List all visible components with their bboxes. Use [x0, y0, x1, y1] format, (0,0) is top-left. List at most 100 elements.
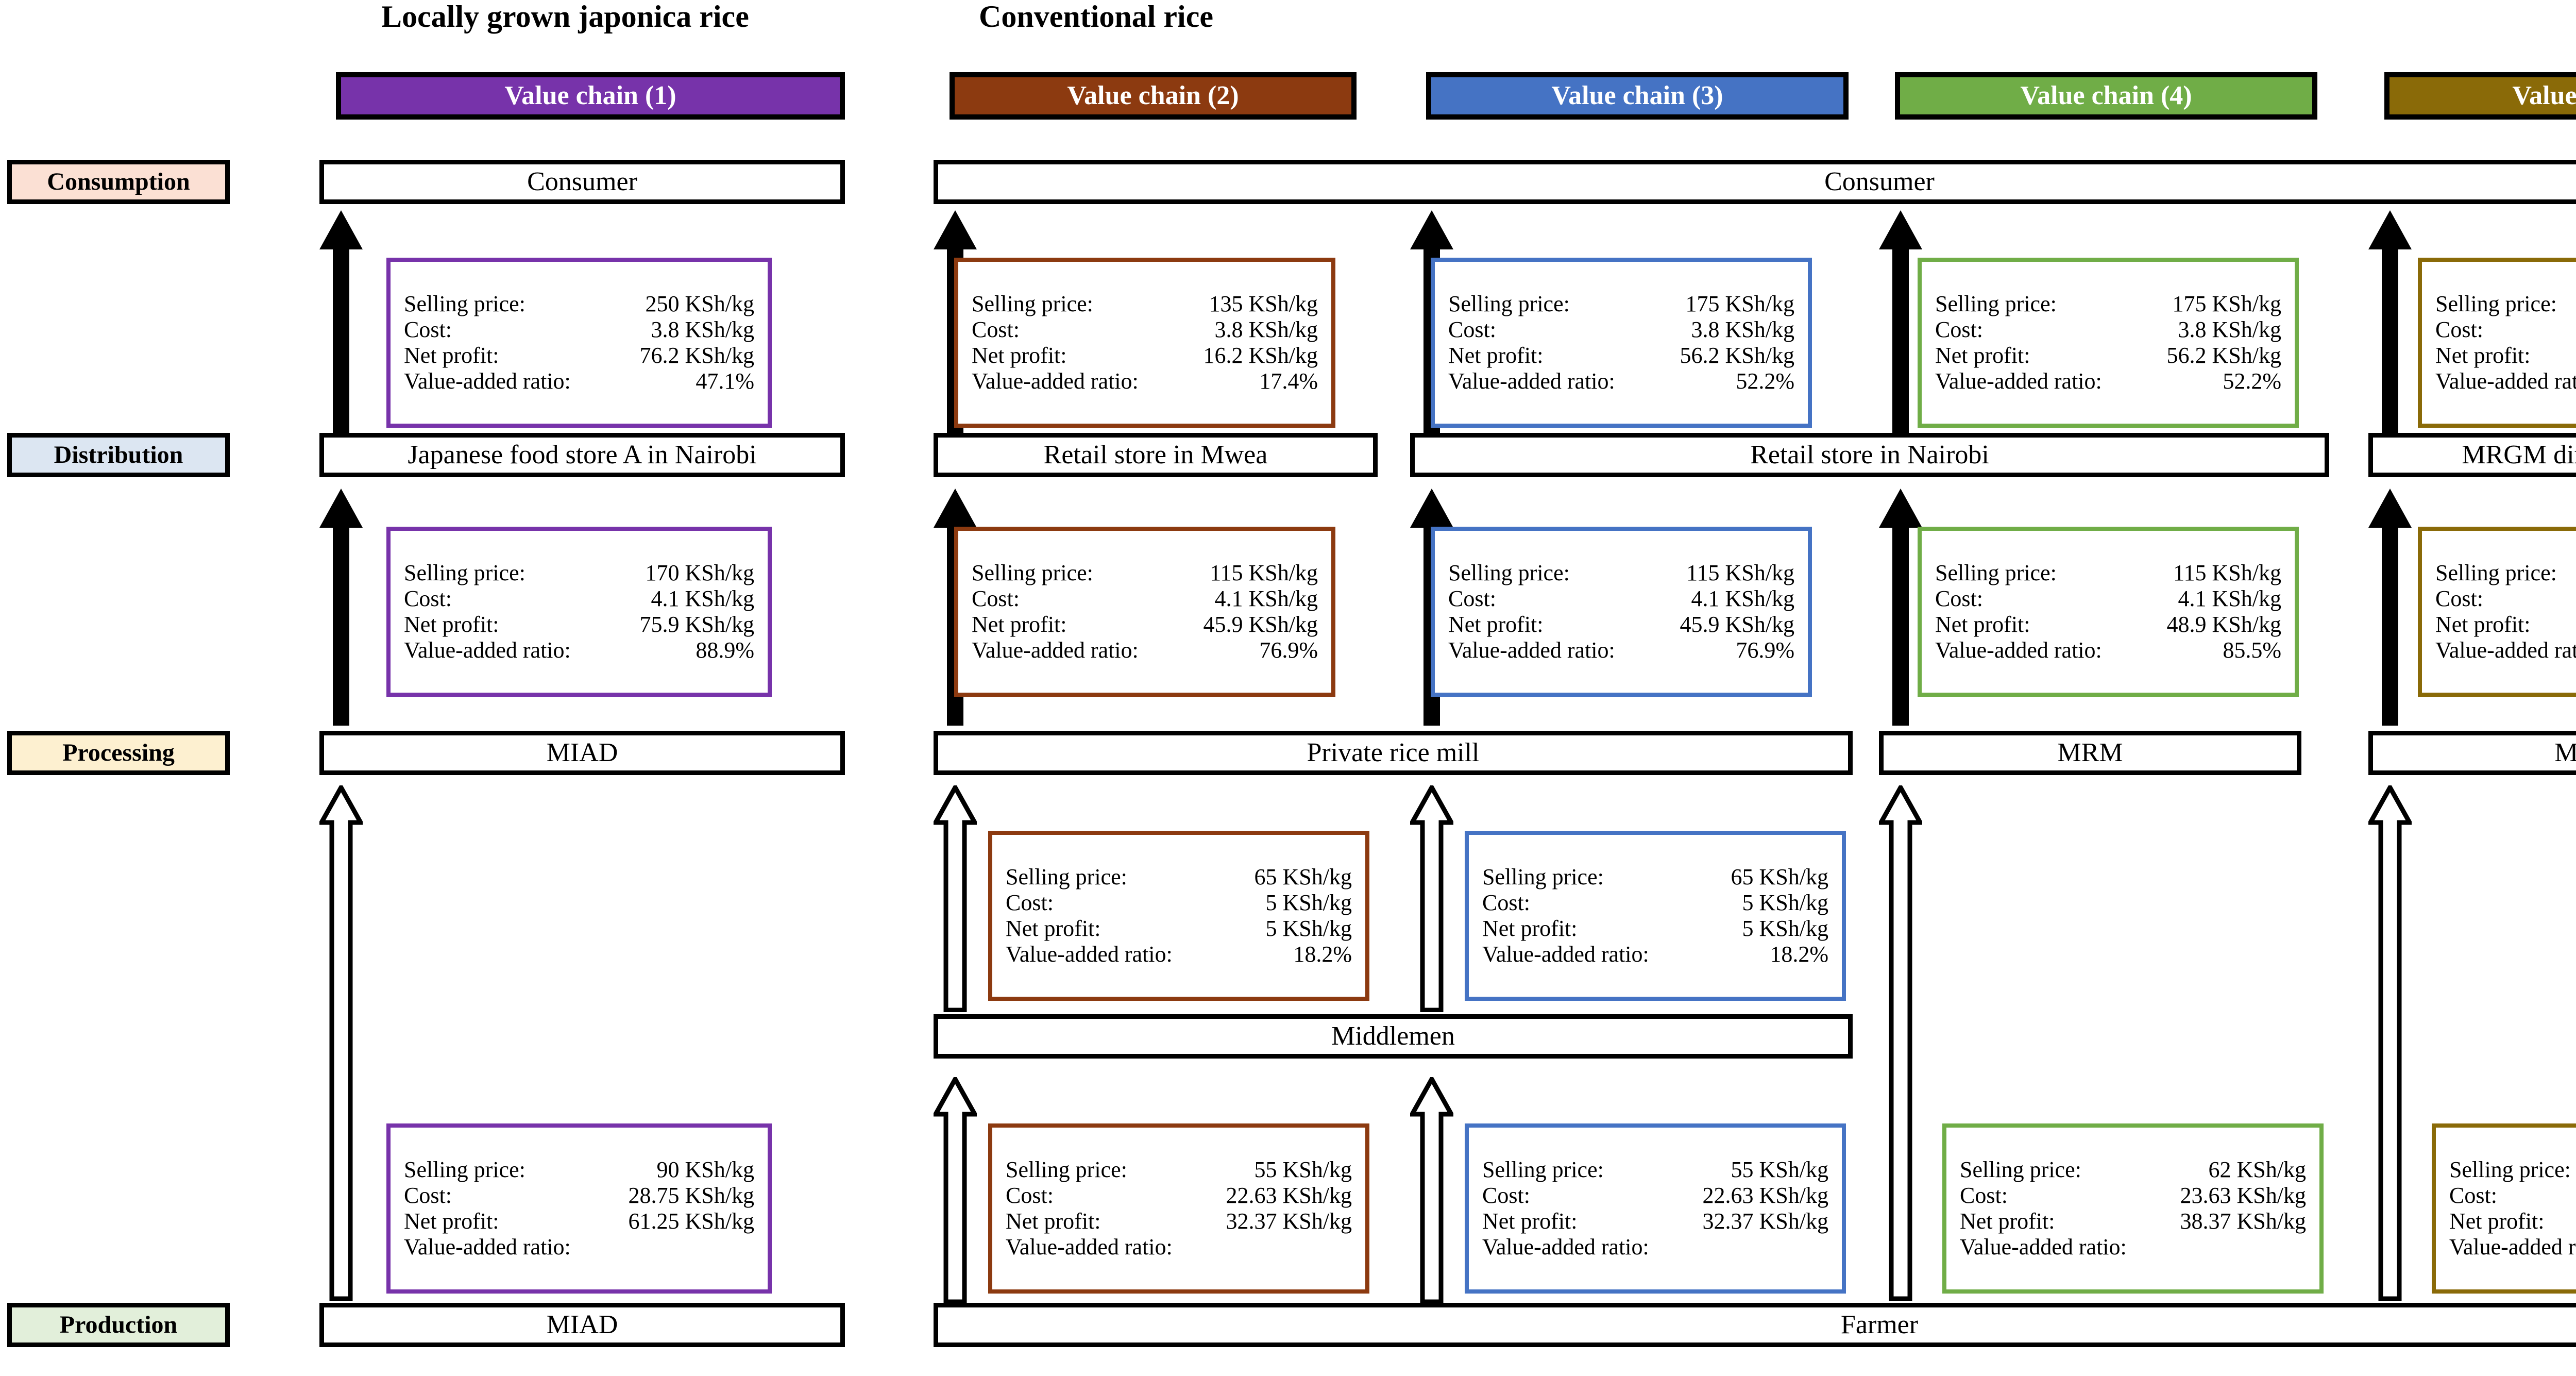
actor-consumer-rest[interactable]: Consumer — [934, 160, 2576, 204]
info-row-value-added-ratio: Value-added ratio: 52.2% — [1448, 368, 1794, 394]
arrow-dist-to-cons-5 — [2368, 210, 2412, 446]
value-chain-header-2-label: Value chain (2) — [1067, 81, 1239, 110]
info-box-vc3-middlemen: Selling price: 65 KSh/kg Cost: 5 KSh/kg … — [1465, 831, 1846, 1001]
info-row-cost: Cost: 3.8 KSh/kg — [1935, 317, 2281, 342]
arrow-prod-to-mid-3 — [1410, 1077, 1453, 1304]
actor-private-rice-mill[interactable]: Private rice mill — [934, 731, 1853, 775]
actor-retail-store-nairobi-label: Retail store in Nairobi — [1750, 440, 1989, 469]
actor-farmer-label: Farmer — [1840, 1310, 1919, 1339]
info-row-value-added-ratio: Value-added ratio: 52.2% — [1935, 368, 2281, 394]
actor-miad-production[interactable]: MIAD — [319, 1303, 845, 1347]
info-box-vc1-distribution: Selling price: 170 KSh/kg Cost: 4.1 KSh/… — [386, 527, 772, 697]
info-row-value-added-ratio: Value-added ratio: 126.7% — [2435, 368, 2576, 394]
actor-japanese-food-store[interactable]: Japanese food store A in Nairobi — [319, 433, 845, 477]
info-row-value-added-ratio: Value-added ratio: 85.5% — [1935, 637, 2281, 663]
info-row-selling-price: Selling price: 115 KSh/kg — [1448, 560, 1794, 585]
actor-consumer-vc1[interactable]: Consumer — [319, 160, 845, 204]
info-row-cost: Cost: 5 KSh/kg — [1006, 890, 1352, 915]
info-box-vc1-production: Selling price: 90 KSh/kg Cost: 28.75 KSh… — [386, 1123, 772, 1294]
info-row-cost: Cost: 22.63 KSh/kg — [1482, 1183, 1828, 1208]
value-chain-header-2[interactable]: Value chain (2) — [950, 72, 1357, 120]
actor-retail-store-nairobi[interactable]: Retail store in Nairobi — [1410, 433, 2329, 477]
info-row-selling-price: Selling price: (170) KSh/kg — [2435, 560, 2557, 585]
info-row-selling-price: Selling price: 75 KSh/kg — [2449, 1157, 2571, 1182]
actor-farmer[interactable]: Farmer — [934, 1303, 2576, 1347]
value-chain-header-5[interactable]: Value chain (5) — [2384, 72, 2576, 120]
actor-middlemen[interactable]: Middlemen — [934, 1014, 1853, 1059]
info-row-selling-price: Selling price: 55 KSh/kg — [1482, 1157, 1828, 1182]
value-chain-header-3[interactable]: Value chain (3) — [1426, 72, 1849, 120]
info-row-cost: Cost: 3.8 KSh/kg — [1448, 317, 1794, 342]
actor-mrgm[interactable]: MRGM — [2368, 731, 2576, 775]
info-row-net-profit: Net profit: — [2435, 612, 2531, 637]
actor-mrgm-label: MRGM — [2554, 738, 2576, 767]
actor-mrgm-direct-sales-store-label: MRGM direct sales store — [2462, 440, 2576, 469]
info-box-vc3-consumption: Selling price: 175 KSh/kg Cost: 3.8 KSh/… — [1431, 258, 1812, 428]
info-row-selling-price: Selling price: 55 KSh/kg — [1006, 1157, 1352, 1182]
stage-label-processing: Processing — [7, 731, 230, 775]
info-row-value-added-ratio: Value-added ratio: (126.7%) — [2435, 637, 2576, 663]
actor-miad-processing[interactable]: MIAD — [319, 731, 845, 775]
info-row-cost: Cost: 23.63 KSh/kg — [1960, 1183, 2306, 1208]
arrow-proc-to-dist-1 — [319, 489, 363, 726]
actor-retail-store-mwea-label: Retail store in Mwea — [1043, 440, 1268, 469]
info-row-selling-price: Selling price: 65 KSh/kg — [1006, 864, 1352, 890]
info-box-vc2-distribution: Selling price: 115 KSh/kg Cost: 4.1 KSh/… — [954, 527, 1335, 697]
actor-mrm[interactable]: MRM — [1879, 731, 2301, 775]
info-row-cost: Cost: 5 KSh/kg — [1482, 890, 1828, 915]
arrow-proc-to-dist-5 — [2368, 489, 2412, 726]
actor-consumer-vc1-label: Consumer — [527, 167, 637, 196]
stage-label-consumption-text: Consumption — [47, 168, 190, 195]
arrow-prod-to-mid-2 — [934, 1077, 977, 1304]
arrow-prod-to-proc-1 — [319, 785, 363, 1301]
info-row-selling-price: Selling price: 62 KSh/kg — [1960, 1157, 2306, 1182]
info-row-net-profit: Net profit: 61.25 KSh/kg — [404, 1209, 754, 1234]
info-row-net-profit: Net profit: 45.9 KSh/kg — [972, 612, 1318, 637]
value-chain-header-1[interactable]: Value chain (1) — [336, 72, 845, 120]
info-box-vc5-production: Selling price: 75 KSh/kg Cost: 22.63 KSh… — [2432, 1123, 2576, 1294]
stage-label-production: Production — [7, 1303, 230, 1347]
actor-mrgm-direct-sales-store[interactable]: MRGM direct sales store — [2368, 433, 2576, 477]
arrow-mid-to-proc-3 — [1410, 785, 1453, 1012]
value-chain-header-3-label: Value chain (3) — [1551, 81, 1723, 110]
info-row-net-profit: Net profit: 87.1 KSh/kg — [2435, 343, 2531, 368]
info-row-cost: Cost: 3.8 KSh/kg — [972, 317, 1318, 342]
info-box-vc1-consumption: Selling price: 250 KSh/kg Cost: 3.8 KSh/… — [386, 258, 772, 428]
info-row-net-profit: Net profit: 16.2 KSh/kg — [972, 343, 1318, 368]
actor-retail-store-mwea[interactable]: Retail store in Mwea — [934, 433, 1378, 477]
info-row-value-added-ratio: Value-added ratio: — [1006, 1234, 1173, 1260]
info-row-net-profit: Net profit: 45.9 KSh/kg — [1448, 612, 1794, 637]
actor-japanese-food-store-label: Japanese food store A in Nairobi — [408, 440, 757, 469]
info-row-selling-price: Selling price: 170 KSh/kg — [404, 560, 754, 585]
arrow-prod-to-proc-5 — [2368, 785, 2412, 1301]
info-box-vc2-production: Selling price: 55 KSh/kg Cost: 22.63 KSh… — [988, 1123, 1369, 1294]
stage-label-consumption: Consumption — [7, 160, 230, 204]
info-box-vc5-distribution: Selling price: (170) KSh/kg Cost: Net pr… — [2418, 527, 2576, 697]
value-chain-header-1-label: Value chain (1) — [504, 81, 676, 110]
info-row-cost: Cost: 4.1 KSh/kg — [1935, 586, 2281, 611]
info-row-cost: Cost: 4.1 KSh/kg — [1448, 586, 1794, 611]
info-row-net-profit: Net profit: 5 KSh/kg — [1006, 916, 1352, 941]
info-row-value-added-ratio: Value-added ratio: 47.1% — [404, 368, 754, 394]
info-row-cost: Cost: 22.63 KSh/kg — [1006, 1183, 1352, 1208]
info-box-vc2-consumption: Selling price: 135 KSh/kg Cost: 3.8 KSh/… — [954, 258, 1335, 428]
arrow-dist-to-cons-4 — [1879, 210, 1922, 446]
stage-label-production-text: Production — [59, 1311, 178, 1338]
info-row-value-added-ratio: Value-added ratio: — [2449, 1234, 2576, 1260]
info-row-selling-price: Selling price: 175 KSh/kg — [1448, 291, 1794, 316]
stage-label-distribution-text: Distribution — [54, 441, 183, 468]
info-row-cost: Cost: 4.1 KSh/kg — [404, 586, 754, 611]
value-chain-header-4[interactable]: Value chain (4) — [1895, 72, 2317, 120]
info-row-value-added-ratio: Value-added ratio: 88.9% — [404, 637, 754, 663]
arrow-proc-to-dist-4 — [1879, 489, 1922, 726]
info-row-net-profit: Net profit: 75.9 KSh/kg — [404, 612, 754, 637]
info-row-selling-price: Selling price: 115 KSh/kg — [1935, 560, 2281, 585]
info-row-value-added-ratio: Value-added ratio: — [1482, 1234, 1649, 1260]
info-row-value-added-ratio: Value-added ratio: 18.2% — [1006, 942, 1352, 967]
info-box-vc5-consumption: Selling price: 170 KSh/kg Cost: 7.9 KSh/… — [2418, 258, 2576, 428]
info-row-cost: Cost: 7.9 KSh/kg — [2435, 317, 2483, 342]
actor-private-rice-mill-label: Private rice mill — [1307, 738, 1480, 767]
info-row-cost: Cost: — [2435, 586, 2483, 611]
actor-miad-processing-label: MIAD — [546, 738, 618, 767]
info-box-vc4-consumption: Selling price: 175 KSh/kg Cost: 3.8 KSh/… — [1918, 258, 2299, 428]
